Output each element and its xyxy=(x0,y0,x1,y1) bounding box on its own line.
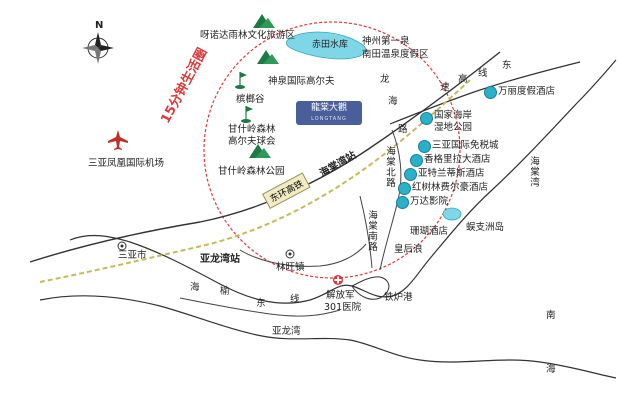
label-chitian: 赤田水库 xyxy=(312,40,349,50)
brand-name: 龍棠大觀 xyxy=(310,103,347,113)
project-brand-badge: 龍棠大觀 LONGTANG xyxy=(296,101,362,125)
label-nanhai-2: 海 xyxy=(546,364,556,375)
label-huanghou: 皇后浪 xyxy=(394,244,423,255)
chitian-reservoir xyxy=(286,31,367,60)
label-nanhai-1: 南 xyxy=(546,310,556,321)
label-road-highway-3: 线 xyxy=(478,68,488,79)
label-binlang: 槟榔谷 xyxy=(236,94,265,105)
label-tieluo: 铁炉港 xyxy=(384,292,413,303)
label-redtree: 红树林费尔豪酒店 xyxy=(412,182,489,193)
label-haitang-nan: 海棠南路 xyxy=(366,210,377,252)
label-dong: 东 xyxy=(256,298,266,309)
label-road-highway-1: 速 xyxy=(440,82,450,93)
label-wuzhizhou: 蜈支洲岛 xyxy=(466,222,505,233)
poi-marker-icon xyxy=(398,182,411,195)
label-nantian: 南田温泉度假区 xyxy=(362,49,429,60)
label-atlantis: 亚特兰蒂斯酒店 xyxy=(418,168,485,179)
highway-east xyxy=(389,61,581,125)
label-shenzhou: 神州第一泉 xyxy=(362,36,410,47)
compass-label: N xyxy=(95,20,104,31)
label-jiefangjun-1: 解放军 xyxy=(326,290,355,301)
road-yalong xyxy=(179,297,341,317)
poi-marker-icon xyxy=(420,112,433,125)
town-dot-icon xyxy=(285,249,295,259)
label-road-lu: 路 xyxy=(398,124,408,135)
road-haitang-south xyxy=(359,195,373,269)
label-road-highway-2: 高 xyxy=(458,74,468,85)
hospital-cross-icon xyxy=(333,275,343,285)
poi-marker-icon xyxy=(418,140,431,153)
bay-inlet xyxy=(351,276,390,300)
coastline xyxy=(69,59,617,304)
poi-marker-icon xyxy=(396,196,409,209)
label-xian: 线 xyxy=(290,294,300,305)
brand-sub: LONGTANG xyxy=(311,116,347,122)
label-shenquan: 神泉国际高尔夫 xyxy=(268,76,335,87)
label-coral: 珊瑚酒店 xyxy=(410,226,449,237)
compass-rose-icon xyxy=(82,32,114,64)
label-haitang-bei: 海棠北路 xyxy=(384,146,395,188)
label-ganshiling-golf-1: 甘什岭森林 xyxy=(228,124,276,135)
label-haiyu: 海 xyxy=(190,282,200,293)
poi-marker-icon xyxy=(404,168,417,181)
town-dot-icon xyxy=(117,241,127,251)
road-linwang xyxy=(239,243,367,267)
label-yalongwan: 亚龙湾 xyxy=(272,326,301,337)
label-airport: 三亚凤凰国际机场 xyxy=(88,158,165,169)
golf-flag-icon xyxy=(241,106,253,123)
poi-marker-icon xyxy=(484,86,497,99)
label-wetland-1: 国家海岸 xyxy=(434,110,473,121)
golf-flag-icon xyxy=(235,72,247,89)
forest-mountain-icon xyxy=(257,50,279,64)
forest-mountain-icon xyxy=(253,14,275,28)
label-ganshiling-park: 甘什岭森林公园 xyxy=(218,166,285,177)
label-haitangwan-vertical: 海棠湾 xyxy=(528,156,539,188)
label-yanoda: 呀诺达雨林文化旅游区 xyxy=(200,30,296,41)
wuzhizhou-island xyxy=(442,207,462,221)
forest-mountain-icon xyxy=(249,144,271,158)
label-road-hai: 海 xyxy=(388,96,398,107)
label-linwang: 林旺镇 xyxy=(276,262,305,273)
label-dutyfree: 三亚国际免税城 xyxy=(432,140,499,151)
label-sanya-city: 三亚市 xyxy=(118,250,147,261)
label-ganshiling-golf-2: 高尔夫球会 xyxy=(228,136,276,147)
label-shangri: 香格里拉大酒店 xyxy=(424,154,491,165)
airplane-icon xyxy=(108,130,128,150)
label-wanda: 万达影院 xyxy=(410,196,449,207)
railway xyxy=(39,79,471,283)
label-yalongwan-station: 亚龙湾站 xyxy=(200,254,240,265)
label-wanli: 万丽度假酒店 xyxy=(498,86,556,97)
label-yu: 榆 xyxy=(220,286,230,297)
label-jiefangjun-2: 301医院 xyxy=(324,302,362,313)
poi-marker-icon xyxy=(410,154,423,167)
coastline-south xyxy=(39,295,617,379)
label-road-highway-4: 东 xyxy=(502,60,512,71)
label-wetland-2: 湿地公园 xyxy=(434,122,473,133)
label-road-long: 龙 xyxy=(380,74,390,85)
life-circle-ring xyxy=(203,21,461,279)
